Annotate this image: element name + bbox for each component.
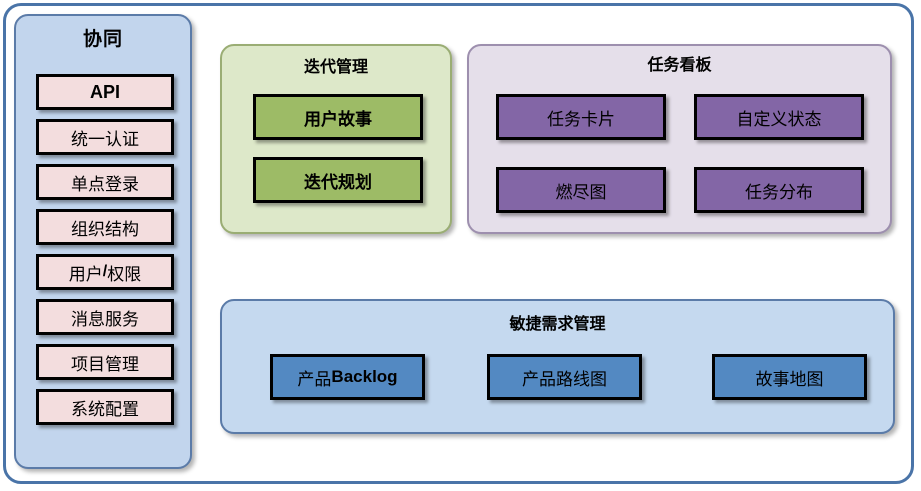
iteration-item-label: 迭代规划 bbox=[304, 172, 372, 192]
sidebar-item-label: 单点登录 bbox=[71, 174, 139, 194]
sidebar-item-api[interactable]: API bbox=[36, 74, 174, 110]
sidebar-item-label: 组织结构 bbox=[71, 219, 139, 239]
sidebar-item-message-service[interactable]: 消息服务 bbox=[36, 299, 174, 335]
panel-collaboration[interactable]: 协同 API 统一认证 单点登录 组织结构 用户/权限 消息服务 项目管理 bbox=[14, 14, 192, 469]
sidebar-item-unified-auth[interactable]: 统一认证 bbox=[36, 119, 174, 155]
sidebar-item-label: API bbox=[89, 81, 120, 102]
agile-item-story-map[interactable]: 故事地图 bbox=[712, 354, 867, 400]
sidebar-item-label: 消息服务 bbox=[71, 309, 139, 329]
taskboard-item-label: 任务分布 bbox=[745, 182, 813, 202]
panel-agile-requirements-title: 敏捷需求管理 bbox=[509, 316, 606, 333]
sidebar-item-label-separator: / bbox=[102, 263, 108, 280]
panel-task-board-title: 任务看板 bbox=[647, 57, 712, 74]
iteration-item-label: 用户故事 bbox=[304, 109, 372, 129]
taskboard-item-burndown-chart[interactable]: 燃尽图 bbox=[496, 167, 666, 213]
sidebar-item-label: 系统配置 bbox=[71, 399, 139, 419]
sidebar-item-label: 项目管理 bbox=[71, 354, 139, 374]
sidebar-item-org-structure[interactable]: 组织结构 bbox=[36, 209, 174, 245]
taskboard-item-task-card[interactable]: 任务卡片 bbox=[496, 94, 666, 140]
taskboard-item-label: 燃尽图 bbox=[555, 182, 607, 202]
agile-item-label: 产品 bbox=[297, 369, 332, 389]
iteration-item-user-story[interactable]: 用户故事 bbox=[253, 94, 423, 140]
agile-item-product-roadmap[interactable]: 产品路线图 bbox=[487, 354, 642, 400]
sidebar-item-system-config[interactable]: 系统配置 bbox=[36, 389, 174, 425]
panel-iteration-management[interactable]: 迭代管理 用户故事 迭代规划 bbox=[220, 44, 452, 234]
sidebar-item-label: 统一认证 bbox=[71, 129, 139, 149]
agile-item-label-latin: Backlog bbox=[331, 367, 398, 386]
taskboard-item-custom-status[interactable]: 自定义状态 bbox=[694, 94, 864, 140]
sidebar-item-user-permissions[interactable]: 用户/权限 bbox=[36, 254, 174, 290]
taskboard-item-label: 任务卡片 bbox=[547, 109, 615, 129]
sidebar-item-single-sign-on[interactable]: 单点登录 bbox=[36, 164, 174, 200]
panel-task-board[interactable]: 任务看板 任务卡片 自定义状态 燃尽图 任务分布 bbox=[467, 44, 892, 234]
iteration-item-iteration-planning[interactable]: 迭代规划 bbox=[253, 157, 423, 203]
sidebar-item-label-secondary: 权限 bbox=[107, 264, 142, 284]
sidebar-item-project-management[interactable]: 项目管理 bbox=[36, 344, 174, 380]
panel-iteration-management-title: 迭代管理 bbox=[303, 59, 368, 76]
panel-collaboration-title: 协同 bbox=[82, 29, 123, 50]
taskboard-item-task-distribution[interactable]: 任务分布 bbox=[694, 167, 864, 213]
agile-item-label: 产品路线图 bbox=[522, 369, 607, 389]
agile-item-label: 故事地图 bbox=[755, 369, 824, 389]
sidebar-item-label: 用户 bbox=[68, 264, 103, 284]
collaboration-item-list: API 统一认证 单点登录 组织结构 用户/权限 消息服务 项目管理 系统配置 bbox=[36, 74, 174, 434]
taskboard-item-label: 自定义状态 bbox=[736, 109, 822, 129]
